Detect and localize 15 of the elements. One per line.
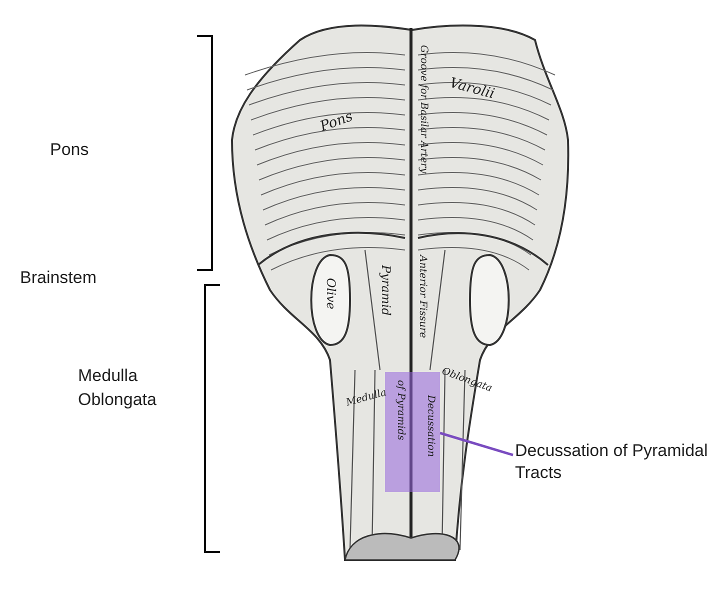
engraved-label: Varolii — [448, 75, 496, 102]
highlight-box — [385, 372, 440, 492]
engraved-label: Pyramid — [379, 265, 393, 316]
engraved-label: of Pyramids — [395, 380, 406, 440]
engraved-label: Decussation — [425, 395, 436, 457]
engraved-label: Olive — [324, 278, 338, 310]
engraved-label: Pons — [318, 108, 355, 136]
region-label: Pons — [50, 140, 89, 160]
engraved-label: Groove for Basilar Artery — [418, 45, 429, 174]
engraved-label: Anterior Fissure — [417, 255, 428, 338]
region-label: Brainstem — [20, 268, 97, 288]
region-label: Medulla Oblongata — [78, 365, 158, 411]
engraved-label: Medulla — [345, 387, 388, 409]
leader-line — [440, 432, 514, 456]
callout-label: Decussation of Pyramidal Tracts — [515, 440, 715, 484]
